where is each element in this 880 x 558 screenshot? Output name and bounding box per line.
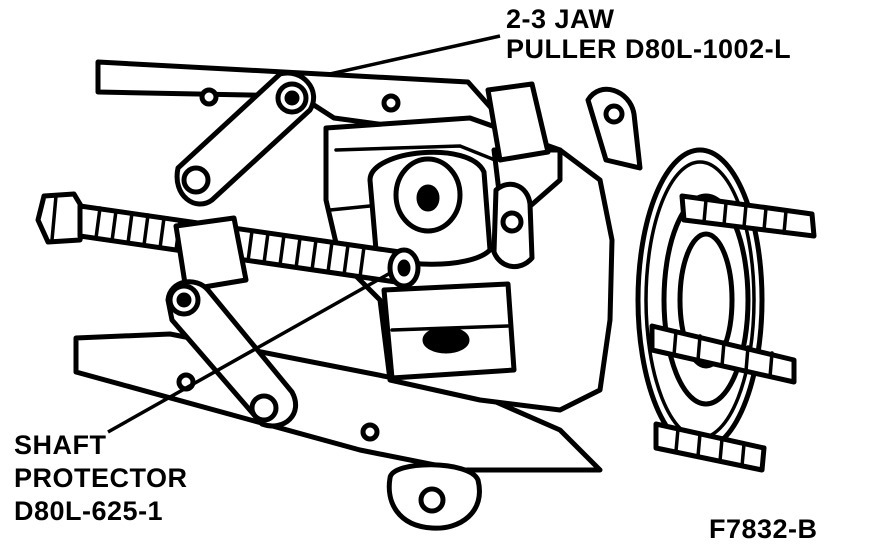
- wheel-studs: [649, 193, 817, 473]
- puller-callout-line-2: PULLER D80L-1002-L: [506, 34, 792, 64]
- shaft-protector-leader-line: [107, 270, 393, 434]
- shaft-callout-line-1: SHAFT: [14, 430, 107, 460]
- shaft-callout-line-2: PROTECTOR: [14, 463, 188, 493]
- shaft-callout-line-3: D80L-625-1: [14, 496, 164, 526]
- puller-leader-line: [329, 34, 501, 76]
- puller-callout-line-1: 2-3 JAW: [506, 4, 615, 34]
- puller-head: [165, 70, 317, 429]
- knuckle-body: [323, 81, 643, 413]
- shaft-protector-callout-label: SHAFT PROTECTOR D80L-625-1: [14, 432, 188, 525]
- hub-flange: [635, 147, 765, 453]
- puller-callout-label: 2-3 JAW PULLER D80L-1002-L: [506, 6, 791, 63]
- figure-id-label: F7832-B: [709, 514, 818, 544]
